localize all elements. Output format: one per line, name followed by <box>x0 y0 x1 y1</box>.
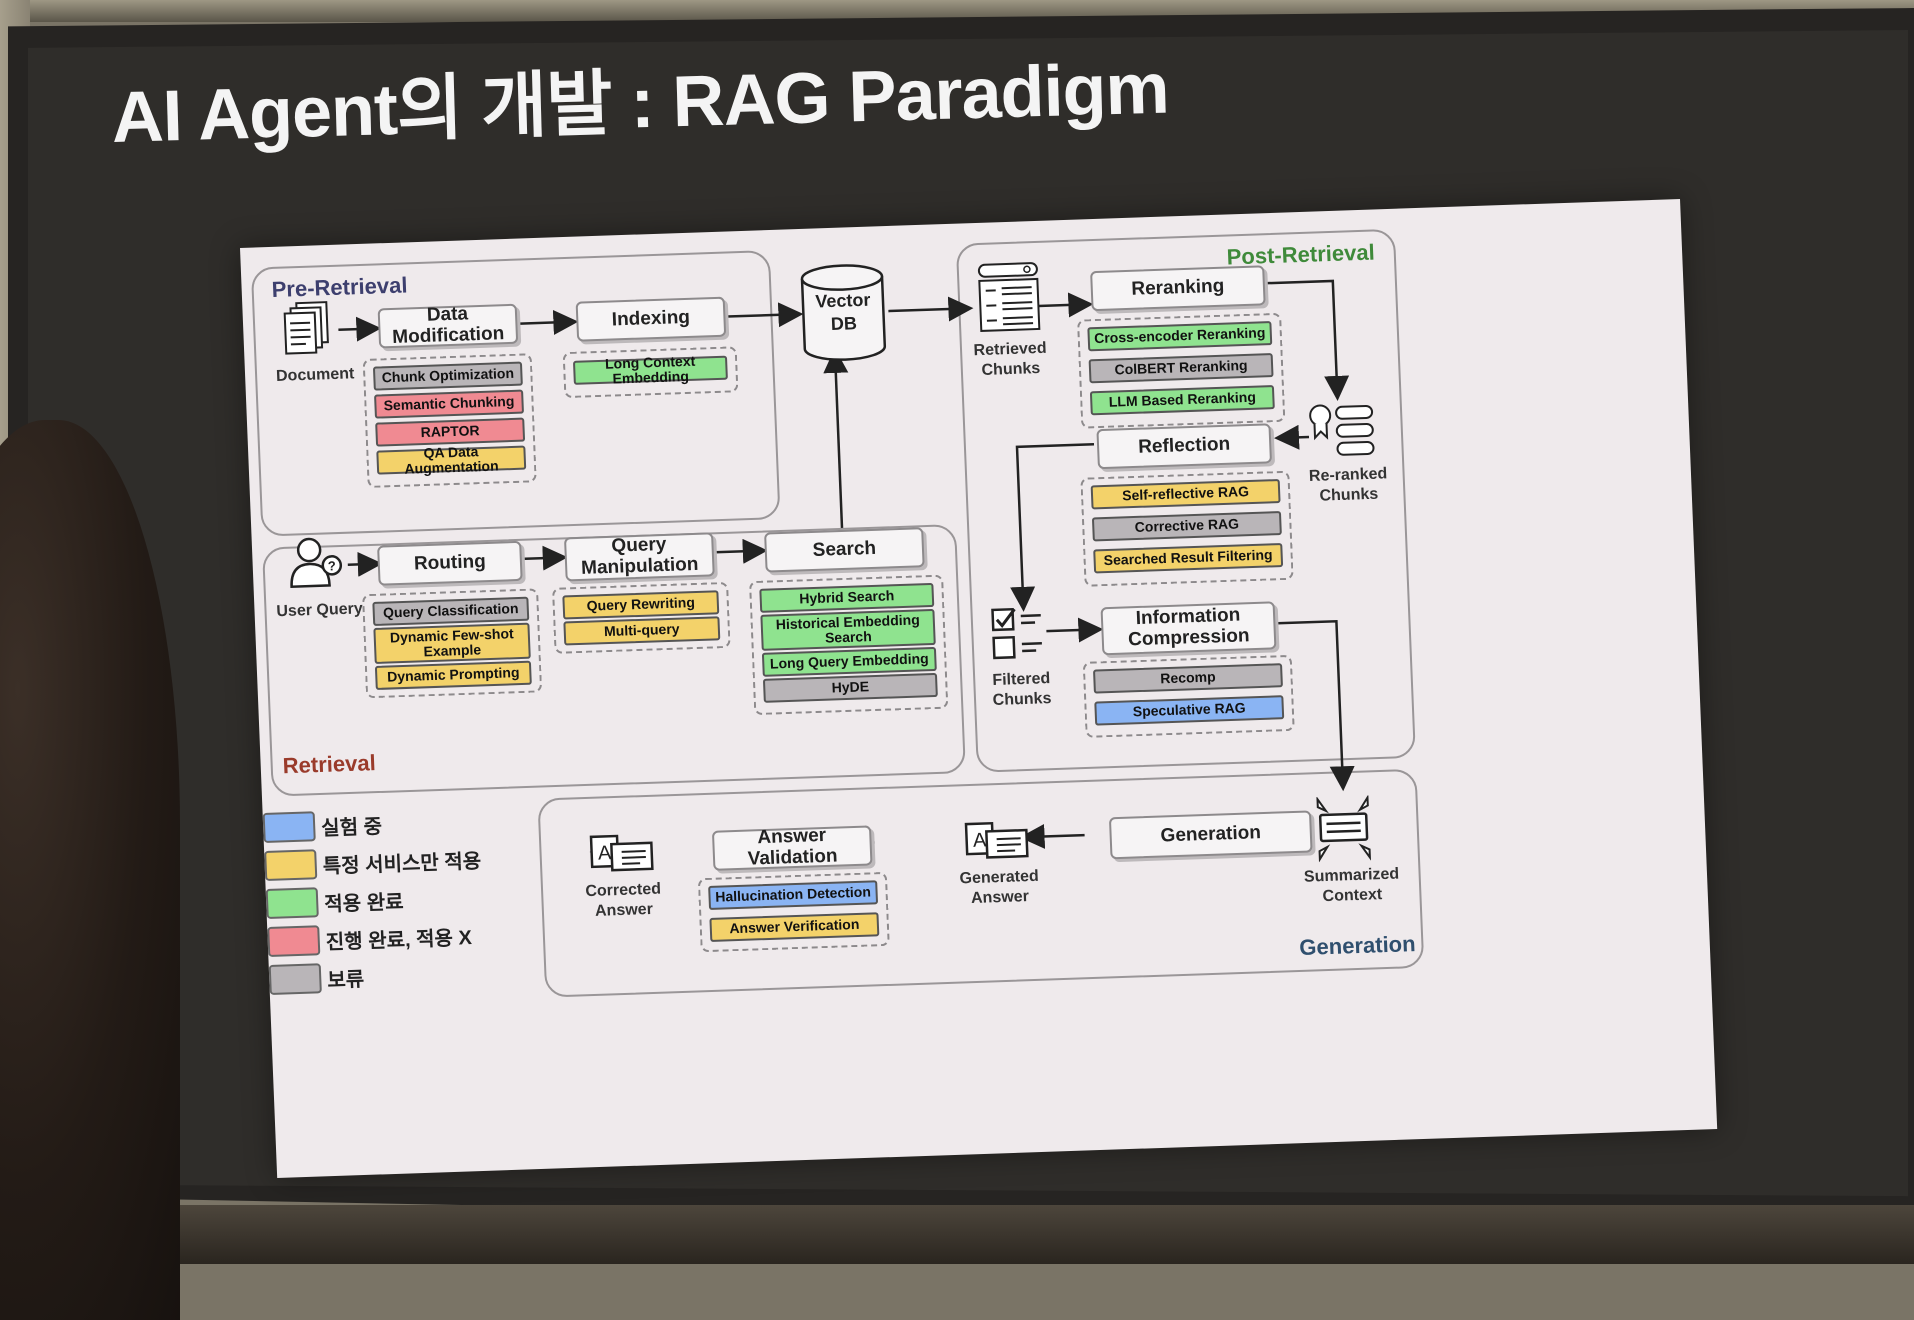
legend-swatch-green <box>266 887 319 919</box>
generated-answer-icon: A <box>964 820 1031 862</box>
corrected-answer-icon: A <box>589 833 656 875</box>
legend-label-on-hold: 보류 <box>327 963 365 993</box>
historical-embedding-search-pill[interactable]: Historical Embedding Search <box>760 609 935 651</box>
search-step[interactable]: Search <box>764 527 925 572</box>
user-query-icon: ? <box>287 535 349 592</box>
svg-text:?: ? <box>328 558 337 573</box>
reflection-step[interactable]: Reflection <box>1096 423 1272 469</box>
tv-stand-area <box>0 1205 1914 1264</box>
qa-data-augmentation-pill[interactable]: QA Data Augmentation <box>376 446 526 475</box>
retrieved-chunks-icon <box>977 261 1045 333</box>
legend-label-applied: 적용 완료 <box>324 885 404 917</box>
semantic-chunking-pill[interactable]: Semantic Chunking <box>374 390 524 419</box>
data-modification-step[interactable]: Data Modification <box>378 304 519 349</box>
summarized-context-icon <box>1313 795 1376 862</box>
reranked-chunks-label: Re-ranked Chunks <box>1300 464 1397 507</box>
query-manipulation-step[interactable]: Query Manipulation <box>564 532 715 581</box>
long-context-embedding-pill[interactable]: Long Context Embedding <box>573 356 728 385</box>
information-compression-step[interactable]: Information Compression <box>1101 601 1277 655</box>
legend-label-done-not-applied: 진행 완료, 적용 X <box>325 921 472 955</box>
document-label: Document <box>270 364 361 387</box>
legend-swatch-blue <box>263 811 316 843</box>
summarized-context-label: Summarized Context <box>1296 864 1408 908</box>
dynamic-few-shot-pill[interactable]: Dynamic Few-shot Example <box>373 623 530 664</box>
legend-swatch-gray <box>269 963 322 995</box>
reranked-chunks-icon <box>1308 400 1380 462</box>
rag-diagram-slide: Pre-Retrieval Retrieval Post-Retrieval G… <box>240 199 1717 1178</box>
filtered-chunks-label: Filtered Chunks <box>976 669 1068 712</box>
routing-step[interactable]: Routing <box>377 541 523 586</box>
retrieved-chunks-label: Retrieved Chunks <box>965 338 1057 381</box>
indexing-step[interactable]: Indexing <box>576 297 727 342</box>
filtered-chunks-icon <box>990 606 1047 663</box>
generated-answer-label: Generated Answer <box>954 867 1046 910</box>
legend-label-experimenting: 실험 중 <box>321 810 383 841</box>
chunk-optimization-pill[interactable]: Chunk Optimization <box>373 362 523 391</box>
legend-label-specific-service: 특정 서비스만 적용 <box>322 845 481 879</box>
corrected-answer-label: Corrected Answer <box>578 879 670 922</box>
legend-swatch-yellow <box>264 849 317 881</box>
document-icon <box>282 300 334 357</box>
legend-swatch-red <box>267 925 320 957</box>
answer-validation-step[interactable]: Answer Validation <box>712 825 873 870</box>
user-query-label: User Query <box>274 599 365 622</box>
reranking-step[interactable]: Reranking <box>1090 265 1266 311</box>
vector-db-label: Vector DB <box>802 288 884 336</box>
generation-step[interactable]: Generation <box>1109 810 1313 859</box>
